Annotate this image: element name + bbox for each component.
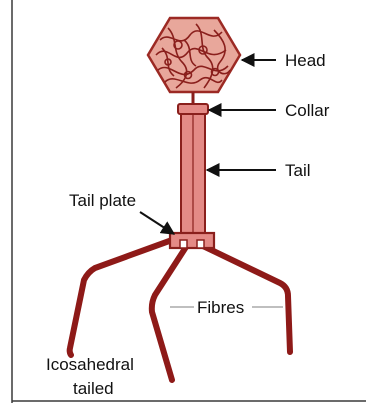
phage-collar [178,104,208,114]
tail-plate-pointer-arrow [140,212,174,234]
phage-tail-plate [170,233,214,248]
phage-tail [181,114,205,234]
label-tail-plate: Tail plate [69,191,136,210]
label-head: Head [285,51,326,70]
caption-line-1: Icosahedral [46,355,134,374]
caption-line-2: tailed [73,379,114,398]
phage-head [148,18,240,92]
label-collar: Collar [285,101,330,120]
fibre-center-left [152,247,186,380]
label-tail: Tail [285,161,311,180]
label-fibres: Fibres [197,298,244,317]
